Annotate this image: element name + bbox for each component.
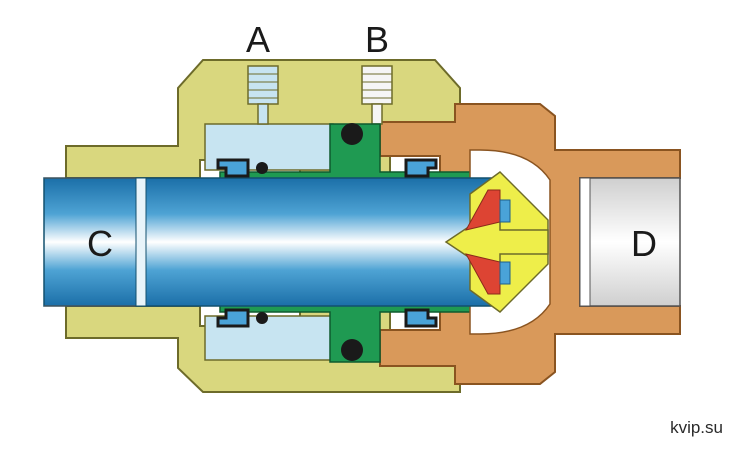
label-a: A (246, 19, 270, 60)
o-ring-bottom (341, 339, 363, 361)
watermark: kvip.su (670, 418, 723, 437)
o-ring-left-top (256, 162, 268, 174)
pipe-c-groove (135, 177, 147, 307)
lip-seal-right-bottom (404, 308, 438, 328)
port-b-thread (361, 65, 393, 125)
valve-red-bottom (465, 253, 501, 295)
valve-blue-top (499, 199, 511, 223)
pipe-c-thread (44, 177, 140, 307)
port-a-thread (247, 65, 279, 125)
o-ring-left-bottom (256, 312, 268, 324)
label-d: D (631, 223, 657, 264)
lip-seal-left-top (216, 158, 250, 178)
lip-seal-left-bottom (216, 308, 250, 328)
o-ring-top (341, 123, 363, 145)
outlet-d-groove (579, 177, 591, 307)
valve-blue-bottom (499, 261, 511, 285)
lip-seal-right-top (404, 158, 438, 178)
outlet-d (579, 177, 681, 307)
pipe-c (43, 177, 497, 307)
label-b: B (365, 19, 389, 60)
label-c: C (87, 223, 113, 264)
